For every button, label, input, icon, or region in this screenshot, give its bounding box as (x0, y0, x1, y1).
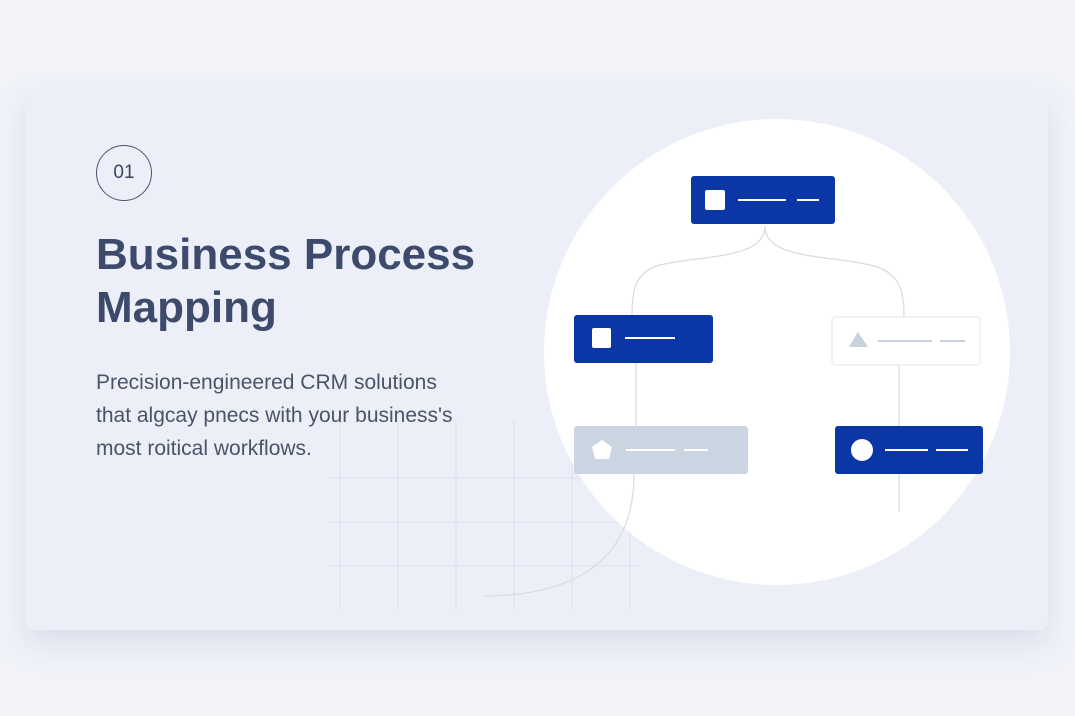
pentagon-icon (592, 440, 612, 459)
triangle-icon (849, 332, 868, 347)
square-icon (592, 328, 611, 348)
title-line-1: Business Process (96, 230, 476, 279)
description-line: Precision-engineered CRM solutions (96, 371, 437, 394)
title-line-2: Mapping (96, 283, 277, 332)
description-line: that algcay pnecs with your business's (96, 404, 453, 427)
step-number-badge: 01 (96, 145, 152, 201)
page-title: Business Process Mapping (96, 228, 475, 334)
circle-icon (851, 439, 873, 461)
node-left (574, 315, 713, 363)
connectors (484, 225, 905, 597)
description-line: most roitical workflows. (96, 437, 312, 460)
node-top (691, 176, 835, 224)
node-bottom-right (835, 426, 983, 474)
node-bottom-left (574, 426, 748, 474)
description: Precision-engineered CRM solutions that … (96, 366, 516, 465)
square-icon (705, 190, 725, 210)
node-right (831, 316, 981, 366)
